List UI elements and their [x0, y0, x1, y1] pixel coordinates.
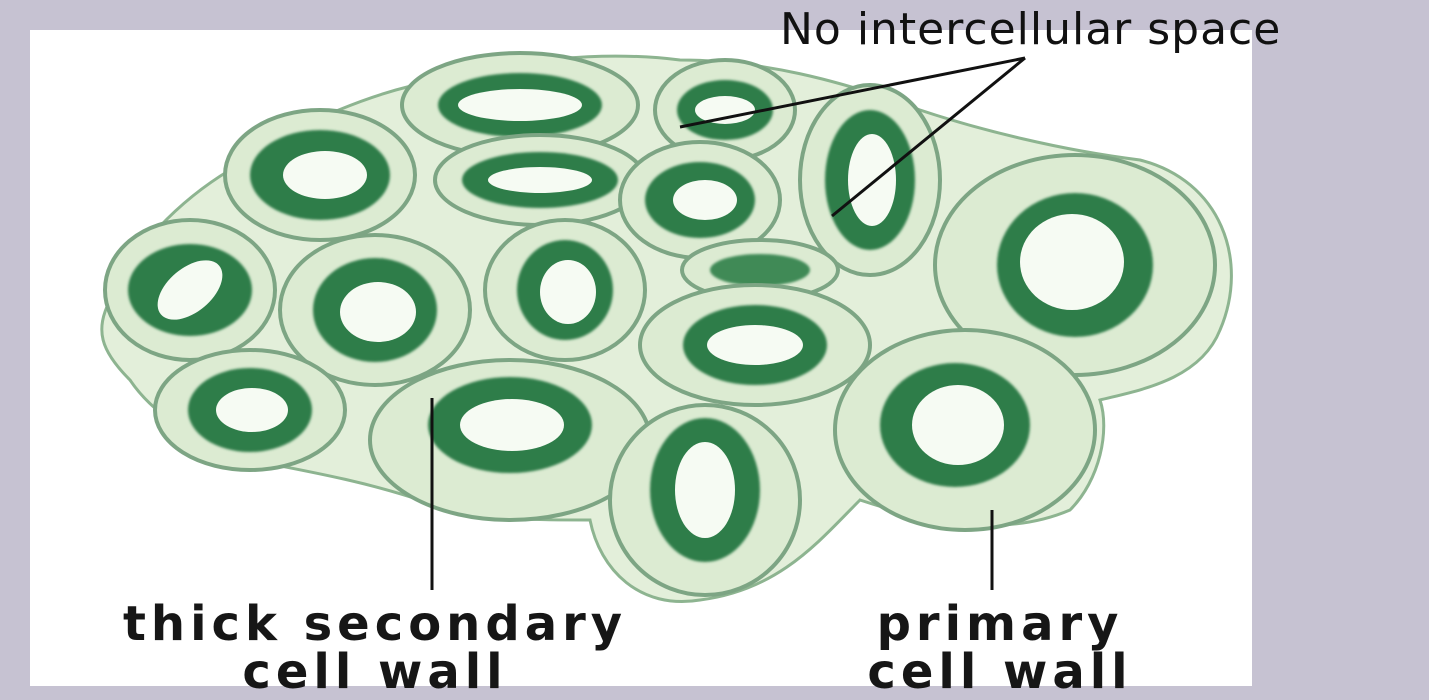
primary-wall-label-line1: primary [835, 600, 1165, 648]
primary-wall-label-line2: cell wall [835, 648, 1165, 696]
cell [225, 110, 415, 240]
cell [485, 220, 645, 360]
secondary-wall-label-line2: cell wall [50, 648, 700, 696]
cell [370, 360, 650, 520]
cell [105, 220, 275, 360]
cell [610, 405, 800, 595]
cell [835, 330, 1095, 530]
intercellular-space-label: No intercellular space [780, 8, 1281, 52]
cell [435, 135, 645, 225]
cell [640, 285, 870, 405]
cell [800, 85, 940, 275]
secondary-wall-label-line1: thick secondary [50, 600, 700, 648]
cell [155, 350, 345, 470]
